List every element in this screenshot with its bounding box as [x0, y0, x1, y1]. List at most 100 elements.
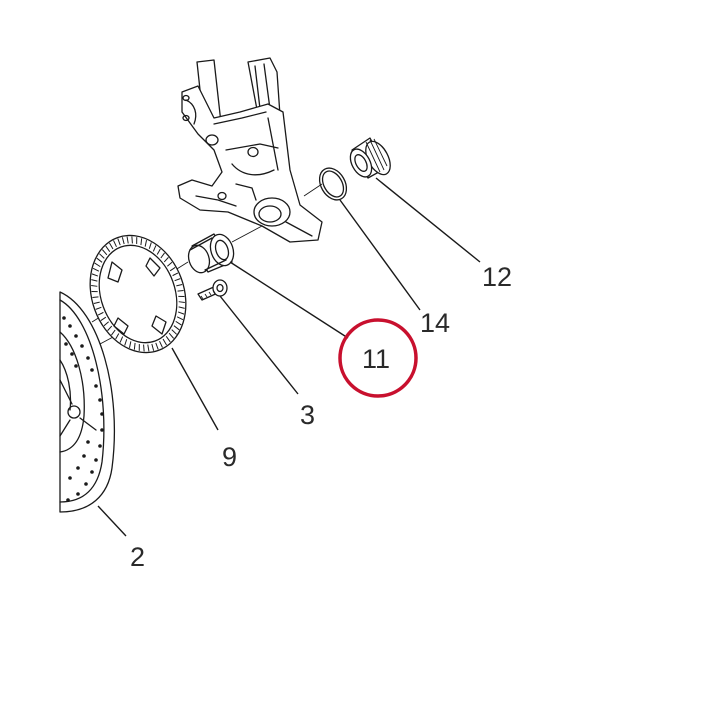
tone-wheel-tooth — [126, 236, 129, 244]
tone-wheel-tooth — [94, 262, 101, 268]
disc-vent-holes — [62, 316, 104, 502]
tone-wheel-tooth — [162, 338, 167, 346]
disc-hole — [62, 316, 66, 320]
highlight-circle — [338, 318, 418, 398]
disc-hole — [100, 412, 104, 416]
tone-wheel-tooth — [105, 245, 111, 252]
disc-hole — [86, 356, 90, 360]
tone-wheel-tooth — [160, 252, 165, 259]
tone-wheel-tooth — [111, 329, 116, 336]
disc-hole — [84, 482, 88, 486]
disc-hole — [76, 466, 80, 470]
axle-nut — [349, 137, 391, 179]
tone-wheel-tooth — [144, 239, 148, 247]
disc-hole — [86, 440, 90, 444]
tone-wheel-tooth — [152, 245, 157, 252]
disc-hole — [64, 342, 68, 346]
tone-wheel-tooth — [119, 336, 124, 343]
tone-wheel-tooth — [156, 248, 161, 255]
tone-wheel-tooth — [168, 332, 175, 339]
tone-wheel — [89, 234, 187, 354]
callout-12: 12 — [482, 262, 512, 292]
tone-wheel-tooth — [175, 320, 182, 326]
tone-wheel-tooth — [177, 289, 184, 292]
disc-hole — [80, 344, 84, 348]
tone-wheel-tooth — [97, 311, 104, 316]
callout-2: 2 — [130, 542, 145, 572]
tone-wheel-tooth — [124, 339, 128, 346]
tone-wheel-tooth — [176, 316, 184, 321]
tone-wheel-tooth — [96, 257, 103, 263]
tone-wheel-tooth — [140, 238, 143, 246]
leader-2 — [97, 505, 127, 537]
tone-wheel-tooth — [103, 321, 109, 327]
tone-wheel-tooth — [115, 333, 120, 340]
tone-wheel-tooth — [128, 341, 132, 349]
tone-wheel-tooth — [151, 343, 155, 351]
tone-wheel-tooth — [92, 296, 99, 299]
tone-wheel-tooth — [174, 278, 181, 282]
leader-3 — [219, 295, 299, 395]
tone-wheel-tooth — [91, 285, 98, 287]
disc-hole — [68, 324, 72, 328]
tone-wheel-tooth — [177, 311, 185, 315]
tone-wheel-tooth — [172, 272, 179, 277]
leader-11 — [229, 261, 349, 339]
brake-disc — [59, 291, 115, 513]
fork-leg — [177, 57, 323, 243]
circlip — [318, 167, 348, 201]
tone-wheel-tooth — [91, 279, 98, 282]
callout-9: 9 — [222, 442, 237, 472]
tone-wheel-tooth — [93, 301, 100, 304]
tone-wheel-tooth — [121, 237, 125, 245]
disc-hole — [94, 458, 98, 462]
disc-hole — [98, 444, 102, 448]
tone-wheel-tooth — [163, 257, 169, 263]
disc-hole — [70, 352, 74, 356]
callout-14: 14 — [420, 308, 450, 338]
callout-11: 11 — [362, 344, 390, 374]
tone-wheel-tooth — [178, 306, 185, 309]
leader-12 — [375, 177, 481, 263]
tone-wheel-tooth — [117, 238, 121, 246]
tone-wheel-tooth — [107, 325, 113, 331]
disc-hole — [66, 498, 70, 502]
tone-wheel-tooth — [113, 240, 117, 248]
disc-hole — [82, 454, 86, 458]
tone-wheel-tooth — [173, 325, 180, 331]
disc-hole — [100, 428, 104, 432]
tone-wheel-tooth — [169, 267, 176, 272]
tone-wheel-teeth — [91, 236, 185, 352]
disc-hole — [90, 368, 94, 372]
tone-wheel-tooth — [95, 306, 102, 310]
tone-wheel-tooth — [167, 261, 173, 267]
callout-3: 3 — [300, 400, 315, 430]
bolt — [197, 279, 228, 301]
tone-wheel-tooth — [131, 236, 133, 244]
tone-wheel-tooth — [99, 253, 105, 259]
tone-wheel-tooth — [91, 273, 99, 277]
tone-wheel-tooth — [159, 340, 163, 348]
tone-wheel-tooth — [143, 344, 145, 352]
leader-9 — [171, 347, 219, 431]
tone-wheel-tooth — [109, 242, 114, 250]
disc-hole — [74, 334, 78, 338]
disc-hole — [74, 364, 78, 368]
disc-hole — [98, 398, 102, 402]
tone-wheel-tooth — [178, 301, 185, 303]
tone-wheel-tooth — [148, 242, 152, 249]
tone-wheel-tooth — [155, 342, 159, 350]
tone-wheel-tooth — [165, 336, 171, 343]
disc-hole — [90, 470, 94, 474]
disc-hole — [68, 476, 72, 480]
spacer — [187, 233, 235, 274]
tone-wheel-tooth — [176, 284, 183, 287]
disc-hole — [94, 384, 98, 388]
tone-wheel-tooth — [147, 344, 150, 352]
tone-wheel-tooth — [100, 316, 107, 321]
disc-hole — [76, 492, 80, 496]
tone-wheel-tooth — [101, 249, 108, 256]
tone-wheel-tooth — [92, 267, 100, 272]
leader-14 — [339, 199, 421, 311]
